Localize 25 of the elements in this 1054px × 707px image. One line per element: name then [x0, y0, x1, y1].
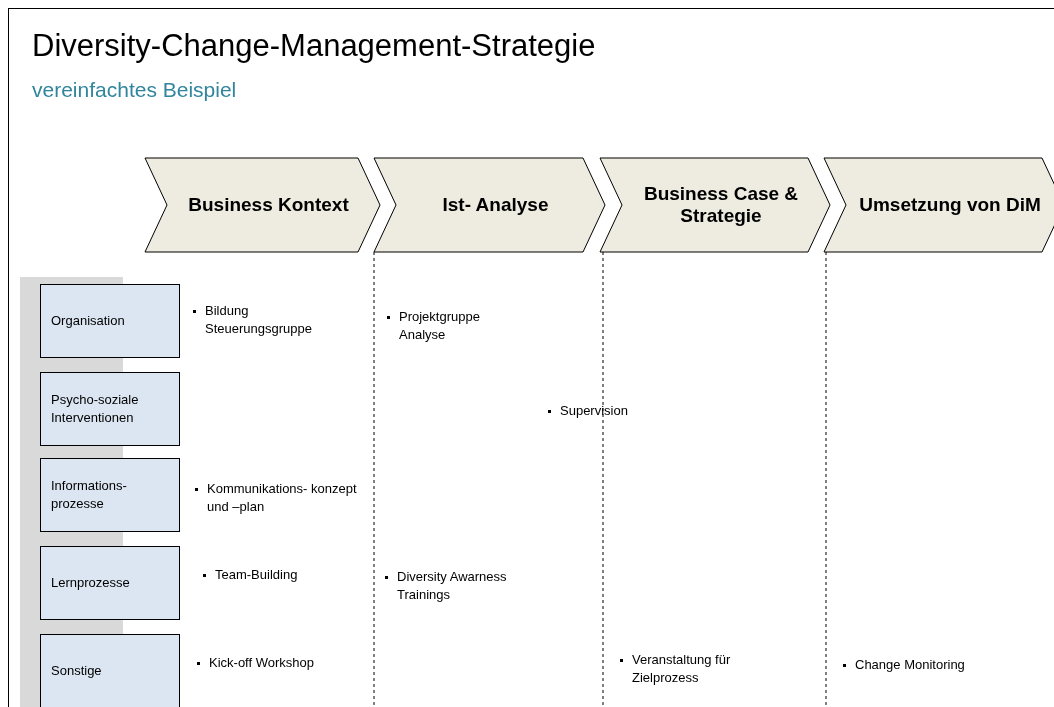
category-label: Psycho-soziale Interventionen: [50, 391, 140, 427]
phase-heading: Business Kontext: [188, 194, 349, 216]
bullet-item: Kommunikations- konzept und –plan: [195, 480, 357, 516]
bullet-item: Veranstaltung für Zielprozess: [620, 651, 792, 687]
bullet-item: Supervision: [548, 402, 690, 420]
bullet-item: Diversity Awarness Trainings: [385, 568, 557, 604]
category-box: [40, 634, 180, 707]
category-box: [40, 458, 180, 532]
bullet-item: Team-Building: [203, 566, 365, 584]
bullet-item: Projektgruppe Analyse: [387, 308, 529, 344]
bullet-item: Bildung Steuerungsgruppe: [193, 302, 355, 338]
bullet-item: Change Monitoring: [843, 656, 985, 674]
category-label: Sonstige: [50, 662, 103, 680]
phase-heading: Umsetzung von DiM: [859, 194, 1041, 216]
bullet-item: Kick-off Workshop: [197, 654, 329, 672]
subtitle: vereinfachtes Beispiel: [32, 78, 237, 102]
category-box: [40, 546, 180, 620]
category-label: Organisation: [50, 312, 126, 330]
category-box: [40, 284, 180, 358]
category-label: Informations- prozesse: [50, 477, 128, 513]
category-label: Lernprozesse: [50, 574, 131, 592]
phase-heading: Ist- Analyse: [442, 194, 549, 216]
phase-heading: Business Case & Strategie: [642, 183, 800, 227]
title: Diversity-Change-Management-Strategie: [32, 28, 596, 64]
category-box: [40, 372, 180, 446]
